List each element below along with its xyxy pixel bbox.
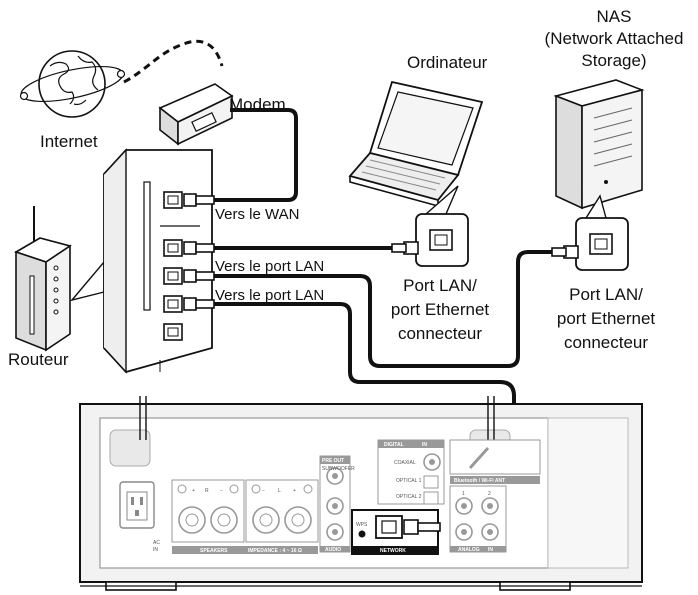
optical-1-label: OPTICAL 1 xyxy=(396,478,422,484)
analog-1-label: 1 xyxy=(462,491,465,497)
subwoofer-label: SUBWOOFER xyxy=(322,466,355,472)
pc-port-label-line2: port Ethernet xyxy=(391,300,490,319)
plug-router-lan-1 xyxy=(183,241,215,255)
nas-port-label-line1: Port LAN/ xyxy=(569,285,643,304)
wps-label: WPS xyxy=(356,522,368,528)
device-network-port[interactable] xyxy=(351,509,439,555)
impedance-label: IMPEDANCE : 4 ~ 16 Ω xyxy=(248,548,302,554)
to-wan-label: Vers le WAN xyxy=(215,206,299,223)
analog-label: ANALOG xyxy=(458,547,480,553)
modem-icon xyxy=(158,83,234,146)
digital-in-label: IN xyxy=(422,442,427,448)
nas-label-line3: Storage) xyxy=(581,51,646,70)
nas-label-line1: NAS xyxy=(597,7,632,26)
ac-inlet xyxy=(119,481,155,529)
speaker-plus-r: + xyxy=(192,488,195,494)
speaker-minus-r: − xyxy=(220,488,223,494)
cable-modem-wan xyxy=(212,108,298,202)
router-lan-port-3[interactable] xyxy=(163,295,183,313)
nas-label-line2: (Network Attached xyxy=(545,29,684,48)
to-lan-label-2: Vers le port LAN xyxy=(215,287,324,304)
speaker-terminals xyxy=(171,479,319,543)
plug-router-wan xyxy=(183,193,215,207)
router-wan-port[interactable] xyxy=(163,191,183,209)
speakers-label: SPEAKERS xyxy=(200,548,228,554)
analog-in-label: IN xyxy=(488,547,493,553)
router-lan-port-2[interactable] xyxy=(163,267,183,285)
audio-label: AUDIO xyxy=(325,547,341,553)
speaker-l-label: L xyxy=(278,488,281,494)
internet-modem-link xyxy=(123,39,224,84)
computer-label: Ordinateur xyxy=(407,53,488,72)
digital-label: DIGITAL xyxy=(384,442,404,448)
pc-port-label-line3: connecteur xyxy=(398,324,482,343)
ac-label-2: IN xyxy=(153,547,158,553)
laptop-icon xyxy=(348,80,484,208)
router-lan-port-4[interactable] xyxy=(163,323,183,341)
speaker-r-label: R xyxy=(205,488,209,494)
pc-port-label-line1: Port LAN/ xyxy=(403,276,477,295)
internet-label: Internet xyxy=(40,132,98,151)
speaker-minus-l: − xyxy=(262,488,265,494)
digital-inputs xyxy=(377,439,445,505)
bluetooth-label: Bluetooth / Wi-Fi ANT xyxy=(454,478,505,484)
ac-label-1: AC xyxy=(153,540,160,546)
network-label: NETWORK xyxy=(380,548,406,554)
router-icon xyxy=(14,206,72,352)
nas-port-label-line3: connecteur xyxy=(564,333,648,352)
router-label: Routeur xyxy=(8,350,69,369)
cable-router-nas xyxy=(212,250,552,368)
plug-router-lan-2 xyxy=(183,269,215,283)
internet-globe-icon xyxy=(19,50,126,118)
router-lan-port-1[interactable] xyxy=(163,239,183,257)
nas-port-label-line2: port Ethernet xyxy=(557,309,656,328)
nas-port-callout xyxy=(551,194,629,271)
analog-2-label: 2 xyxy=(488,491,491,497)
coaxial-label: COAXIAL xyxy=(394,460,416,466)
bluetooth-antenna-connector xyxy=(449,439,541,484)
analog-inputs xyxy=(449,485,507,553)
to-lan-label-1: Vers le port LAN xyxy=(215,258,324,275)
plug-device-network xyxy=(403,519,441,535)
pre-out-label: PRE OUT xyxy=(322,458,344,464)
router-back-panel-zoom xyxy=(70,148,213,374)
speaker-plus-l: + xyxy=(293,488,296,494)
pre-out-jacks xyxy=(319,455,351,553)
plug-router-lan-3 xyxy=(183,297,215,311)
computer-port-callout xyxy=(391,185,469,267)
nas-tower-icon xyxy=(553,79,645,210)
optical-2-label: OPTICAL 2 xyxy=(396,494,422,500)
